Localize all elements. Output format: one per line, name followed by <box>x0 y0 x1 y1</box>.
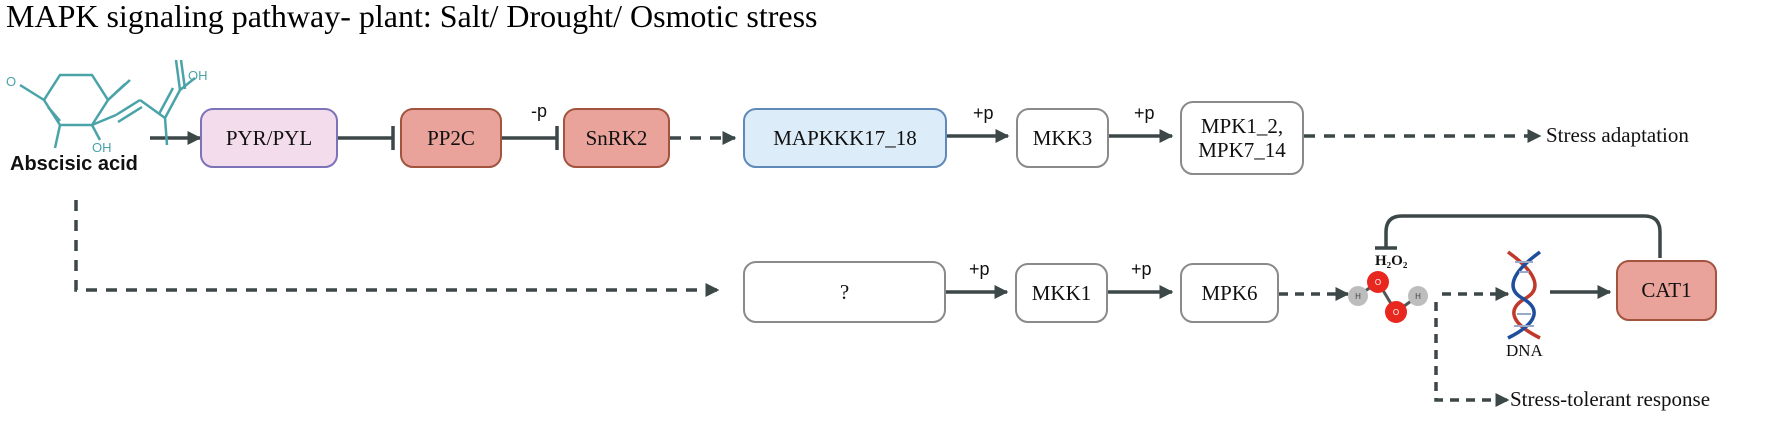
node-mpk1-2-mpk7-14[interactable]: MPK1_2, MPK7_14 <box>1180 101 1304 175</box>
abscisic-acid-structure-icon <box>19 59 196 149</box>
node-mkk3[interactable]: MKK3 <box>1016 108 1109 168</box>
dna-label: DNA <box>1506 341 1543 360</box>
h2o2-atom-o-left: O <box>1375 278 1381 287</box>
node-mkk3-label: MKK3 <box>1032 125 1093 150</box>
edge-label-phos-mkk1: +p <box>969 259 990 279</box>
h2o2-atom-o-right: O <box>1393 308 1399 317</box>
atom-label-o: O <box>6 74 16 89</box>
node-mkk1-label: MKK1 <box>1031 280 1092 305</box>
node-pp2c[interactable]: PP2C <box>400 108 502 168</box>
page-title: MAPK signaling pathway- plant: Salt/ Dro… <box>6 0 818 34</box>
h2o2-atom-h-left: H <box>1355 292 1361 301</box>
node-mapkkk17-18-label: MAPKKK17_18 <box>773 125 917 150</box>
edge-label-phos-mpk1: +p <box>1134 103 1155 123</box>
atom-label-acid: OH <box>188 68 208 83</box>
edge-h2o2-tolerance <box>1434 302 1510 407</box>
h2o2-label: H₂O₂ <box>1375 253 1408 269</box>
node-cat1-label: CAT1 <box>1641 278 1692 303</box>
node-pp2c-label: PP2C <box>427 125 475 150</box>
node-mpk7-14-label: MPK7_14 <box>1198 138 1286 162</box>
node-mpk6-label: MPK6 <box>1201 280 1258 305</box>
node-snrk2[interactable]: SnRK2 <box>563 108 670 168</box>
node-unknown-label: ? <box>839 279 850 304</box>
node-mkk1[interactable]: MKK1 <box>1015 263 1108 323</box>
abscisic-acid-label: Abscisic acid <box>10 153 138 175</box>
node-cat1[interactable]: CAT1 <box>1616 260 1717 321</box>
node-mapkkk17-18[interactable]: MAPKKK17_18 <box>743 108 947 168</box>
node-unknown[interactable]: ? <box>743 261 946 323</box>
edge-cat1-h2o2-feedback <box>1384 214 1662 258</box>
h2o2-atom-h-right: H <box>1415 292 1421 301</box>
edge-label-dephosphorylation: -p <box>531 101 548 121</box>
node-snrk2-label: SnRK2 <box>585 125 648 150</box>
dna-helix-icon <box>1506 250 1542 340</box>
edge-label-phos-mpk6: +p <box>1131 259 1152 279</box>
node-mpk1-2-label: MPK1_2, <box>1200 113 1284 138</box>
node-pyr-pyl-label: PYR/PYL <box>225 125 313 150</box>
edge-aba-unknown <box>74 200 720 297</box>
h2o2-molecule-icon <box>1348 271 1428 323</box>
atom-label-oh: OH <box>92 140 112 155</box>
output-stress-tolerant-response: Stress-tolerant response <box>1510 387 1711 411</box>
output-stress-adaptation: Stress adaptation <box>1546 123 1689 147</box>
edge-label-phos-mkk3: +p <box>973 103 994 123</box>
node-pyr-pyl[interactable]: PYR/PYL <box>200 108 338 168</box>
node-mpk6[interactable]: MPK6 <box>1180 263 1279 323</box>
